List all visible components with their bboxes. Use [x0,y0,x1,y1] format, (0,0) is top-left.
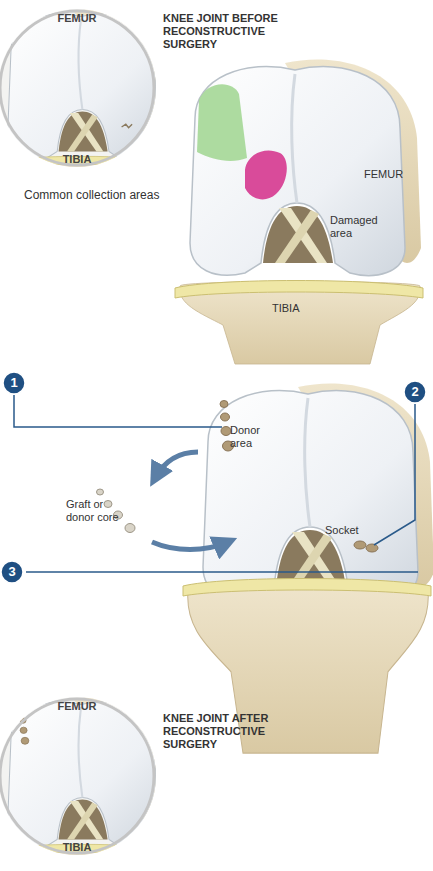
damaged-area [245,150,287,199]
ligament [67,114,98,151]
leader-lines [14,395,418,572]
intercondylar-notch [263,206,333,263]
donor-hole [20,727,27,733]
callout-circle: 2 [403,380,427,404]
intercondylar-notch [59,112,108,152]
area-label: Common collection areas [24,189,174,202]
part-name: TIBIA [0,841,157,853]
part-label: Graft or donor core [66,498,128,524]
donor-hole [21,737,29,744]
leader-line [374,404,415,545]
intercondylar-notch [59,800,108,840]
graft-core [104,501,112,508]
inset-circle: FEMUR TIBIA [0,6,157,170]
socket [354,541,378,552]
socket-hole [354,541,366,549]
removal-arrow [155,452,198,478]
knee-damaged [190,60,421,276]
callout-disc [404,381,426,403]
graft-core [97,489,104,495]
trochlear-groove [79,19,83,109]
callout-number: 1 [2,375,26,390]
inset-border [0,699,154,853]
socket-hole [366,544,378,552]
tibia-2 [175,281,423,365]
inset-border [0,11,154,165]
part-name: TIBIA [272,302,332,315]
callout-circle: 1 [2,371,26,395]
view-heading: KNEE JOINT BEFORE RECONSTRUCTIVE SURGERY [163,12,313,51]
ligament [275,210,319,263]
meniscus [175,281,423,299]
meniscus [183,579,431,597]
area-label: Socket [325,524,375,537]
part-name: TIBIA [0,153,157,165]
donor-hole [221,413,230,421]
part-name: FEMUR [364,168,424,181]
knee-surgery [203,384,433,600]
callout-disc [1,561,23,583]
collection-area [197,84,247,161]
part-name: FEMUR [0,12,157,24]
cartilage-lesion [122,124,132,128]
area-label: Damaged area [330,214,380,240]
node-outline [0,694,157,858]
trochlear-groove [79,707,83,797]
ligament [67,802,98,839]
view-heading: KNEE JOINT AFTER RECONSTRUCTIVE SURGERY [163,712,313,751]
graft-core [125,524,135,533]
callout-circle: 3 [0,560,24,584]
leader-line [26,571,418,573]
node-outline [0,6,157,170]
callout-number: 2 [403,384,427,399]
trochlear-groove [292,74,297,203]
leader-line [14,395,222,427]
donor-hole [221,427,231,436]
femur-cartilage [203,391,418,600]
inset-circle: FEMUR TIBIA [0,694,157,858]
area-label: Donor area [230,424,275,450]
callout-disc [3,372,25,394]
trochlear-groove [305,398,310,527]
callout-number: 3 [0,564,24,579]
graft-cores [97,489,136,533]
inset-knee-after [0,697,171,871]
donor-holes [19,709,28,744]
donor-hole [19,709,25,714]
transfer-arrow [152,542,228,550]
part-name: FEMUR [0,700,157,712]
donor-hole [220,401,228,408]
